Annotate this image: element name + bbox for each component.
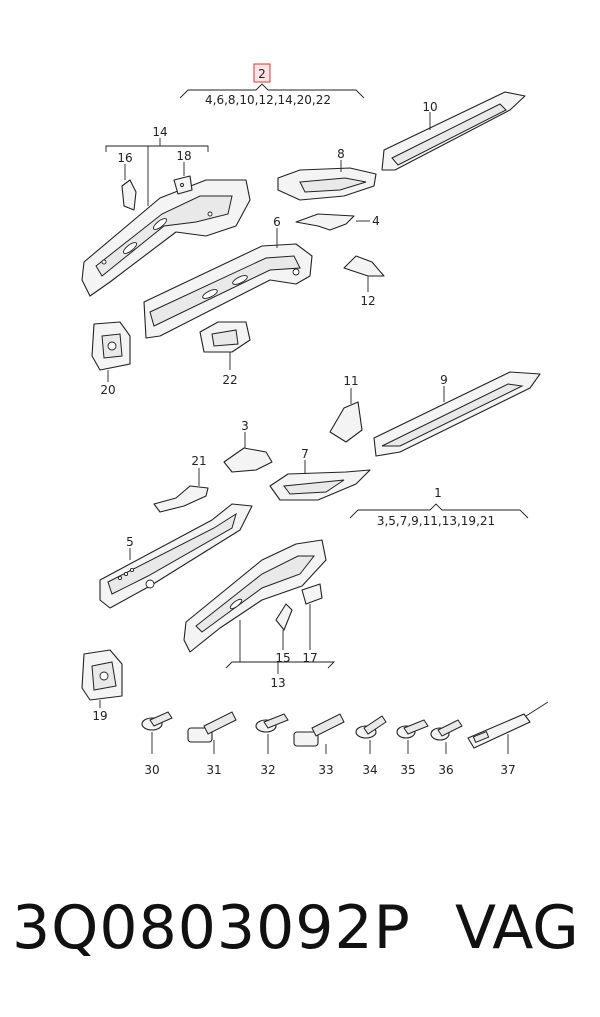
label-35: 35 bbox=[400, 763, 415, 777]
label-10: 10 bbox=[422, 100, 437, 114]
fastener-33[interactable]: 33 bbox=[293, 713, 345, 777]
group-2-callout[interactable]: 2 4,6,8,10,12,14,20,22 bbox=[179, 63, 365, 107]
part-9[interactable]: 9 bbox=[373, 371, 541, 457]
part-4[interactable]: 4 bbox=[295, 213, 380, 231]
part-20[interactable]: 20 bbox=[91, 321, 131, 397]
label-32: 32 bbox=[260, 763, 275, 777]
brand-name: VAG bbox=[455, 893, 579, 963]
callout-2-members: 4,6,8,10,12,14,20,22 bbox=[205, 93, 331, 107]
highlight-box bbox=[253, 63, 271, 83]
label-1: 1 bbox=[434, 486, 442, 500]
part-number: 3Q0803092P bbox=[12, 893, 411, 963]
part-5[interactable]: 5 bbox=[99, 503, 253, 609]
label-13: 13 bbox=[270, 676, 285, 690]
label-7: 7 bbox=[301, 447, 309, 461]
part-12[interactable]: 12 bbox=[343, 255, 385, 308]
label-9: 9 bbox=[440, 373, 448, 387]
label-19: 19 bbox=[92, 709, 107, 723]
part-6[interactable]: 6 bbox=[143, 215, 313, 339]
part-8[interactable]: 8 bbox=[277, 147, 377, 201]
label-33: 33 bbox=[318, 763, 333, 777]
tool-37[interactable]: 37 bbox=[467, 701, 549, 777]
part-17[interactable]: 17 bbox=[301, 583, 323, 665]
label-17: 17 bbox=[302, 651, 317, 665]
label-8: 8 bbox=[337, 147, 345, 161]
fastener-32[interactable]: 32 bbox=[255, 713, 289, 777]
part-16[interactable]: 16 bbox=[117, 151, 137, 211]
label-6: 6 bbox=[273, 215, 281, 229]
fastener-34[interactable]: 34 bbox=[355, 715, 387, 777]
label-31: 31 bbox=[206, 763, 221, 777]
label-12: 12 bbox=[360, 294, 375, 308]
label-22: 22 bbox=[222, 373, 237, 387]
callout-2: 2 bbox=[258, 67, 266, 81]
fastener-35[interactable]: 35 bbox=[396, 719, 429, 777]
part-10[interactable]: 10 bbox=[381, 91, 526, 171]
label-18: 18 bbox=[176, 149, 191, 163]
label-3: 3 bbox=[241, 419, 249, 433]
callout-1-members: 3,5,7,9,11,13,19,21 bbox=[377, 514, 495, 528]
part-3[interactable]: 3 bbox=[223, 419, 273, 473]
part-15[interactable]: 15 bbox=[275, 603, 293, 665]
label-4: 4 bbox=[372, 214, 380, 228]
label-21: 21 bbox=[191, 454, 206, 468]
part-21[interactable]: 21 bbox=[153, 454, 209, 513]
group-1-callout[interactable]: 1 3,5,7,9,11,13,19,21 bbox=[349, 486, 529, 528]
fastener-31[interactable]: 31 bbox=[187, 711, 237, 777]
part-14[interactable] bbox=[81, 179, 251, 297]
fastener-30[interactable]: 30 bbox=[141, 711, 173, 777]
part-19[interactable]: 19 bbox=[81, 649, 123, 723]
label-36: 36 bbox=[438, 763, 453, 777]
part-7[interactable]: 7 bbox=[269, 447, 371, 501]
label-37: 37 bbox=[500, 763, 515, 777]
group-14-callout[interactable]: 14 bbox=[105, 125, 209, 206]
label-34: 34 bbox=[362, 763, 377, 777]
fastener-36[interactable]: 36 bbox=[430, 719, 463, 777]
label-15: 15 bbox=[275, 651, 290, 665]
part-22[interactable]: 22 bbox=[199, 321, 251, 387]
part-11[interactable]: 11 bbox=[329, 374, 363, 443]
label-30: 30 bbox=[144, 763, 159, 777]
label-11: 11 bbox=[343, 374, 358, 388]
label-14: 14 bbox=[152, 125, 167, 139]
label-16: 16 bbox=[117, 151, 132, 165]
label-5: 5 bbox=[126, 535, 134, 549]
exploded-parts-diagram: 2 4,6,8,10,12,14,20,22 10 8 4 14 bbox=[81, 63, 549, 777]
part-13[interactable]: 13 bbox=[183, 539, 336, 690]
part-18[interactable]: 18 bbox=[173, 149, 193, 195]
label-20: 20 bbox=[100, 383, 115, 397]
